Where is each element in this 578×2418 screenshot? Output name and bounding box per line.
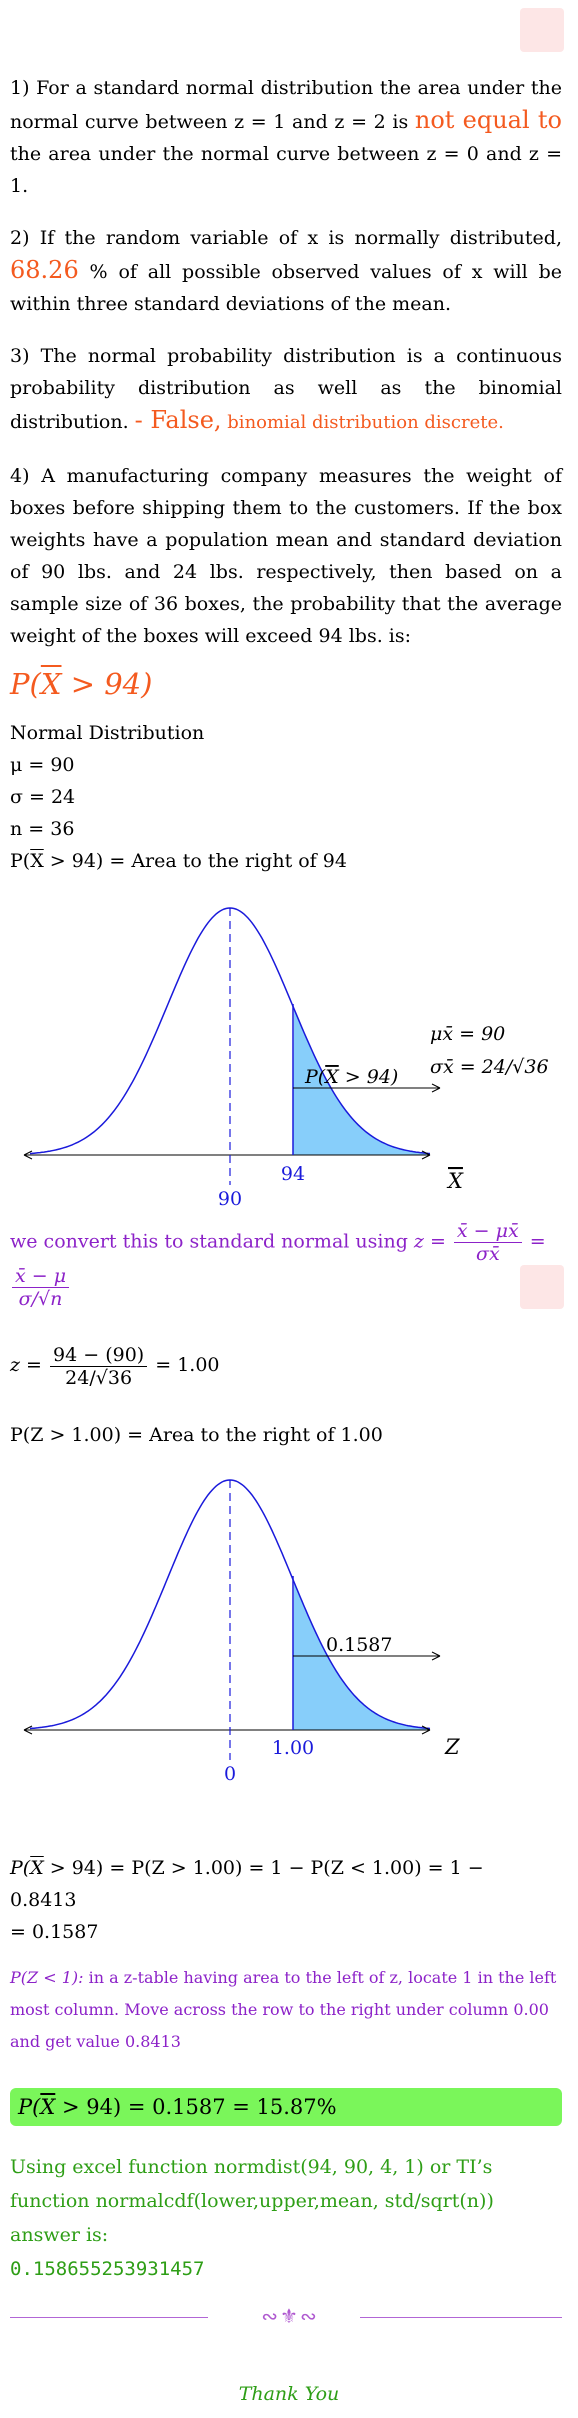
distribution-name: Normal Distribution	[10, 722, 205, 744]
z-calculation: z = 94 − (90)24/√36 = 1.00	[10, 1343, 220, 1389]
region-arrow-head-1	[431, 1083, 441, 1093]
q2-answer: 68.26	[10, 256, 79, 284]
mu-value: μ = 90	[10, 754, 75, 776]
sigma-xbar-label: σx̄ = 24/√36	[430, 1056, 549, 1078]
q3-note: binomial distribution discrete.	[221, 412, 504, 433]
normal-curve-graph-2: 0 1.00 Z 0.1587	[23, 1479, 460, 1785]
shaded-region-2	[293, 1582, 430, 1730]
question-2: 2) If the random variable of x is normal…	[10, 227, 562, 315]
n-value: n = 36	[10, 818, 75, 840]
excel-note: Using excel function normdist(94, 90, 4,…	[10, 2156, 494, 2280]
value-label-2: 1.00	[272, 1737, 314, 1759]
mu-xbar-label: μx̄ = 90	[430, 1023, 505, 1045]
axis-label-2: Z	[444, 1735, 460, 1759]
watermark-icon	[520, 1265, 564, 1309]
shaded-region-1	[293, 1008, 430, 1155]
axis-arrow-left	[23, 1725, 33, 1735]
divider-left	[10, 2317, 208, 2318]
pz-statement: P(Z > 1.00) = Area to the right of 1.00	[10, 1424, 383, 1446]
question-4: 4) A manufacturing company measures the …	[10, 465, 562, 647]
region-arrow-head-2	[431, 1651, 441, 1661]
excel-value: 0.158655253931457	[10, 2258, 205, 2280]
axis-arrow-right	[421, 1150, 431, 1160]
mean-label-2: 0	[224, 1763, 236, 1785]
ornament-icon: ∾⚜∾	[261, 2304, 319, 2328]
q3-answer: - False,	[134, 406, 222, 434]
normal-curve-graph-1: 90 94 X P(X > 94) μx̄ = 90 σx̄ = 24/√36	[23, 907, 549, 1210]
question-3: 3) The normal probability distribution i…	[10, 345, 562, 434]
area-statement: P(X > 94) = Area to the right of 94	[10, 850, 347, 872]
region-label-2: 0.1587	[326, 1634, 392, 1656]
watermark-icon	[520, 8, 564, 52]
mean-label-1: 90	[218, 1188, 242, 1210]
divider-right	[360, 2317, 562, 2318]
q1-answer: not equal to	[414, 106, 562, 134]
ztable-explanation: P(Z < 1): in a z-table having area to th…	[10, 1968, 557, 2051]
region-label-1: P(X > 94)	[304, 1066, 398, 1088]
axis-arrow-right	[421, 1725, 431, 1735]
solution-heading: P(X > 94)	[10, 667, 153, 701]
final-calculation: P(X > 94) = P(Z > 1.00) = 1 − P(Z < 1.00…	[10, 1857, 484, 1943]
value-label-1: 94	[281, 1163, 305, 1185]
sigma-value: σ = 24	[10, 786, 76, 808]
axis-label-1: X	[446, 1169, 464, 1193]
thank-you: Thank You	[238, 2383, 340, 2405]
final-answer-box: P(X > 94) = 0.1587 = 15.87%	[10, 2088, 562, 2126]
convert-statement: we convert this to standard normal using…	[10, 1220, 546, 1310]
axis-arrow-left	[23, 1150, 33, 1160]
question-1: 1) For a standard normal distribution th…	[10, 77, 562, 197]
